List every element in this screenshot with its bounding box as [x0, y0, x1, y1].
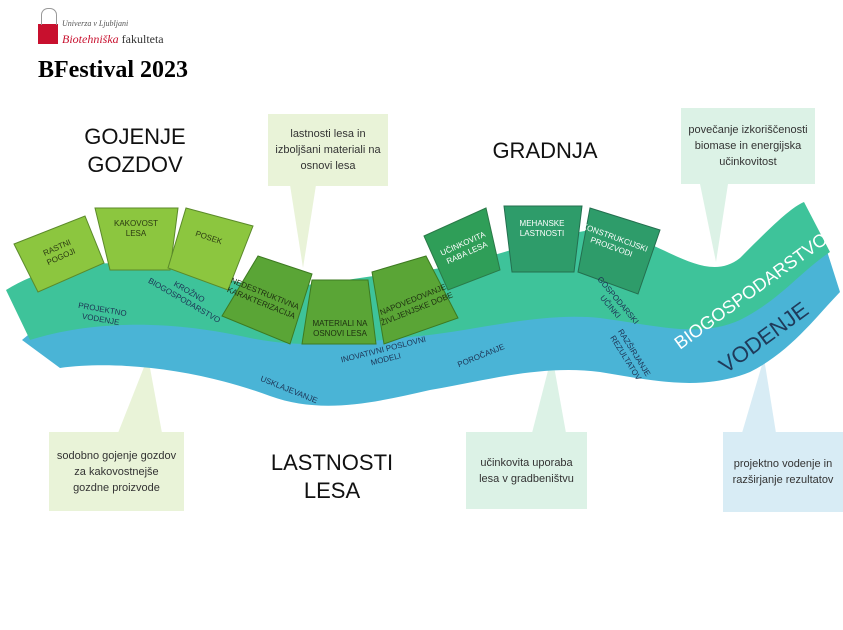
faculty-name-rest: fakulteta [118, 32, 164, 46]
callout-line: povečanje izkoriščenosti [688, 124, 808, 136]
tile-ucinkovita [423, 207, 501, 291]
tile-nedestruktivna [221, 255, 313, 345]
callout-pointer-top-biomasa [700, 184, 728, 262]
title-gojenje-gozdov: GOJENJE GOZDOV [70, 123, 200, 179]
tile-napovedovanje [371, 255, 459, 345]
tile-label-line: LASTNOSTI [520, 229, 564, 238]
callout-pointer-top-lastnosti [290, 185, 316, 268]
tile-label-line: KAKOVOST [114, 219, 158, 228]
tile-konstrukcijski [577, 207, 661, 295]
title-gojenje-line1: GOJENJE [84, 124, 186, 149]
tile-rastni-pogoji [13, 215, 105, 293]
callout-line: gozdne proizvode [73, 481, 160, 494]
callout-line: za kakovostnejše [74, 465, 159, 478]
title-lastnosti-line2: LESA [303, 478, 361, 503]
title-lastnosti-line1: LASTNOSTI [270, 450, 394, 475]
tile-label-line: MEHANSKE [520, 219, 565, 228]
callout-bottom-gojenje: sodobno gojenje gozdov za kakovostnejše … [49, 432, 184, 511]
tile-kakovost-lesa [94, 207, 179, 271]
title-gojenje-line2: GOZDOV [87, 152, 183, 177]
callout-line: izboljšani materiali na [275, 144, 381, 156]
title-gradnja: GRADNJA [492, 138, 598, 163]
callout-line: lastnosti lesa in [290, 128, 366, 140]
callout-top-lastnosti: lastnosti lesa in izboljšani materiali n… [268, 114, 388, 186]
tile-materiali [301, 279, 377, 345]
callout-line: razširjanje rezultatov [732, 474, 834, 486]
callout-line: sodobno gojenje gozdov [56, 449, 177, 462]
faculty-name-red: Biotehniška [62, 32, 119, 46]
callout-bottom-uporaba: učinkovita uporaba lesa v gradbeništvu [466, 432, 587, 509]
callout-pointer-bottom-vodenje [742, 358, 776, 433]
callout-line: učinkovita uporaba [480, 456, 573, 469]
faculty-name: Biotehniška fakulteta [62, 32, 164, 47]
tile-posek [167, 207, 254, 291]
callout-top-biomasa: povečanje izkoriščenosti biomase in ener… [681, 108, 815, 184]
university-logo-icon [38, 8, 58, 44]
callout-line: osnovi lesa [300, 160, 356, 172]
callout-bottom-vodenje: projektno vodenje in razširjanje rezulta… [723, 432, 843, 512]
tile-label-line: MATERIALI NA [313, 319, 369, 328]
event-title: BFestival 2023 [38, 57, 188, 83]
tile-label-line: OSNOVI LESA [313, 329, 367, 338]
title-lastnosti-lesa: LASTNOSTI LESA [262, 449, 402, 505]
university-name: Univerza v Ljubljani [62, 19, 129, 28]
callout-line: biomase in energijska [694, 140, 802, 152]
callout-pointer-bottom-gojenje [118, 357, 162, 433]
tile-label-line: LESA [126, 229, 147, 238]
tile-mehanske [503, 205, 583, 273]
callout-line: učinkovitost [719, 156, 777, 168]
callout-line: projektno vodenje in [733, 458, 833, 470]
callout-line: lesa v gradbeništvu [479, 472, 574, 485]
callout-pointer-bottom-uporaba [532, 355, 566, 433]
